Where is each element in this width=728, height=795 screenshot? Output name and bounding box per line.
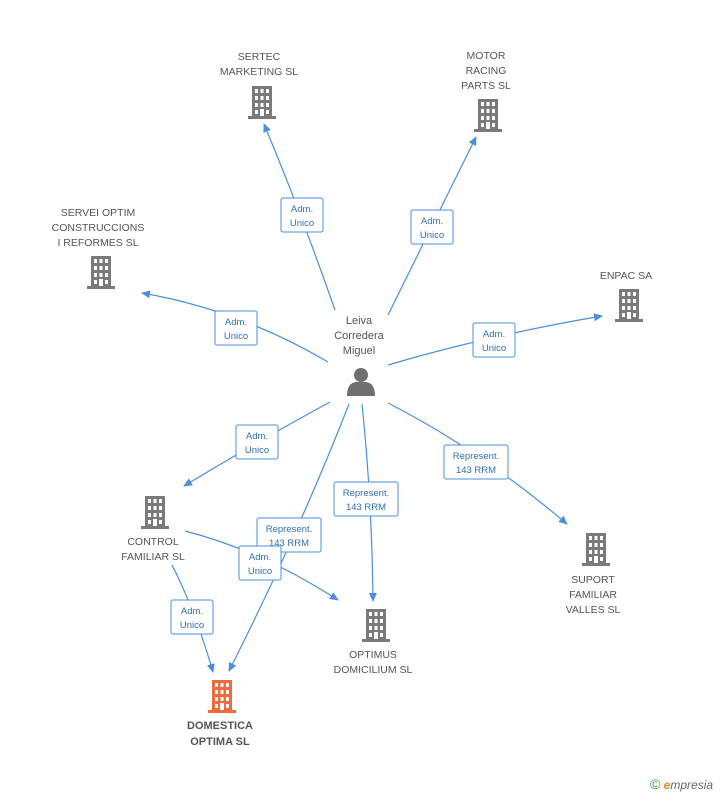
edge-label-line: Adm. bbox=[225, 317, 247, 328]
copyright-icon: © bbox=[650, 776, 661, 792]
building-icon bbox=[615, 289, 643, 322]
company-name-line: OPTIMUS bbox=[349, 649, 397, 661]
edge-label-p-servei[interactable]: Adm. Unico bbox=[214, 310, 258, 346]
company-node-optimus[interactable]: OPTIMUS DOMICILIUM SL bbox=[334, 609, 413, 676]
company-name-line: OPTIMA SL bbox=[190, 736, 250, 748]
company-name-line: FAMILIAR bbox=[569, 589, 617, 601]
company-name-line: RACING bbox=[466, 65, 507, 77]
edge-label-p-domestica[interactable]: Adm. Unico bbox=[238, 545, 282, 581]
edge-label-line: Unico bbox=[245, 445, 269, 456]
edge-labels: Adm. Unico Adm. Unico Adm. Unico Adm. Un… bbox=[170, 197, 516, 635]
edge-label-line: Adm. bbox=[291, 204, 313, 215]
person-name-line: Miguel bbox=[343, 345, 375, 357]
company-node-suport[interactable]: SUPORT FAMILIAR VALLES SL bbox=[566, 533, 621, 616]
building-icon bbox=[87, 256, 115, 289]
company-name-line: CONSTRUCCIONS bbox=[52, 222, 145, 234]
building-icon bbox=[362, 609, 390, 642]
company-name-line: DOMICILIUM SL bbox=[334, 664, 413, 676]
brand-logo-text: mpresia bbox=[670, 778, 714, 792]
edge-label-line: Unico bbox=[420, 230, 444, 241]
company-node-sertec[interactable]: SERTEC MARKETING SL bbox=[220, 51, 298, 119]
building-icon bbox=[141, 496, 169, 529]
edge-label-line: 143 RRM bbox=[269, 538, 309, 549]
edge-label-line: Unico bbox=[224, 331, 248, 342]
edge-label-control-domestica[interactable]: Adm. Unico bbox=[170, 599, 214, 635]
company-name-line: SERVEI OPTIM bbox=[61, 207, 136, 219]
edge-label-line: Adm. bbox=[421, 216, 443, 227]
edge-label-control-optimus[interactable]: Represent. 143 RRM bbox=[256, 517, 322, 553]
edge-lines bbox=[141, 123, 603, 673]
company-node-servei[interactable]: SERVEI OPTIM CONSTRUCCIONS I REFORMES SL bbox=[52, 207, 145, 289]
edge-label-line: Unico bbox=[482, 343, 506, 354]
company-node-motor[interactable]: MOTOR RACING PARTS SL bbox=[461, 50, 511, 132]
building-icon bbox=[582, 533, 610, 566]
edge-label-line: Unico bbox=[248, 566, 272, 577]
edge-label-line: Unico bbox=[290, 218, 314, 229]
person-node[interactable]: Leiva Corredera Miguel bbox=[334, 315, 385, 396]
edge-label-p-motor[interactable]: Adm. Unico bbox=[410, 209, 454, 245]
company-name-line: PARTS SL bbox=[461, 80, 511, 92]
building-icon bbox=[208, 680, 236, 713]
edge-label-line: 143 RRM bbox=[346, 502, 386, 513]
edge-label-line: Represent. bbox=[343, 488, 389, 499]
edge-label-line: Adm. bbox=[249, 552, 271, 563]
person-name-line: Corredera bbox=[334, 330, 384, 342]
company-name-line: DOMESTICA bbox=[187, 720, 253, 732]
edge-label-line: Represent. bbox=[453, 451, 499, 462]
edge-label-p-enpac[interactable]: Adm. Unico bbox=[472, 322, 516, 358]
edge-label-line: 143 RRM bbox=[456, 465, 496, 476]
person-name-line: Leiva bbox=[346, 315, 373, 327]
company-name-line: CONTROL bbox=[127, 536, 178, 548]
edge-label-p-optimus[interactable]: Represent. 143 RRM bbox=[333, 481, 399, 517]
edge-label-p-suport[interactable]: Represent. 143 RRM bbox=[443, 444, 509, 480]
company-node-control[interactable]: CONTROL FAMILIAR SL bbox=[121, 496, 185, 563]
edge-label-line: Unico bbox=[180, 620, 204, 631]
person-icon bbox=[347, 368, 375, 396]
building-icon bbox=[248, 86, 276, 119]
brand-logo-initial: e bbox=[663, 778, 671, 792]
company-name-line: FAMILIAR SL bbox=[121, 551, 185, 563]
company-node-enpac[interactable]: ENPAC SA bbox=[600, 270, 652, 322]
edge-label-line: Adm. bbox=[181, 606, 203, 617]
edge-label-line: Adm. bbox=[246, 431, 268, 442]
copyright-footer: © empresia bbox=[650, 776, 713, 792]
edge-label-line: Adm. bbox=[483, 329, 505, 340]
company-name-line: SERTEC bbox=[238, 51, 281, 63]
company-name-line: VALLES SL bbox=[566, 604, 621, 616]
company-node-domestica[interactable]: DOMESTICA OPTIMA SL bbox=[187, 680, 253, 748]
company-name-line: MARKETING SL bbox=[220, 66, 298, 78]
building-icon bbox=[474, 99, 502, 132]
company-name-line: I REFORMES SL bbox=[57, 237, 138, 249]
edge-label-line: Represent. bbox=[266, 524, 312, 535]
company-name-line: MOTOR bbox=[467, 50, 506, 62]
company-name-line: ENPAC SA bbox=[600, 270, 652, 282]
edge-label-p-sertec[interactable]: Adm. Unico bbox=[280, 197, 324, 233]
company-name-line: SUPORT bbox=[571, 574, 615, 586]
edge-label-p-control[interactable]: Adm. Unico bbox=[235, 424, 279, 460]
